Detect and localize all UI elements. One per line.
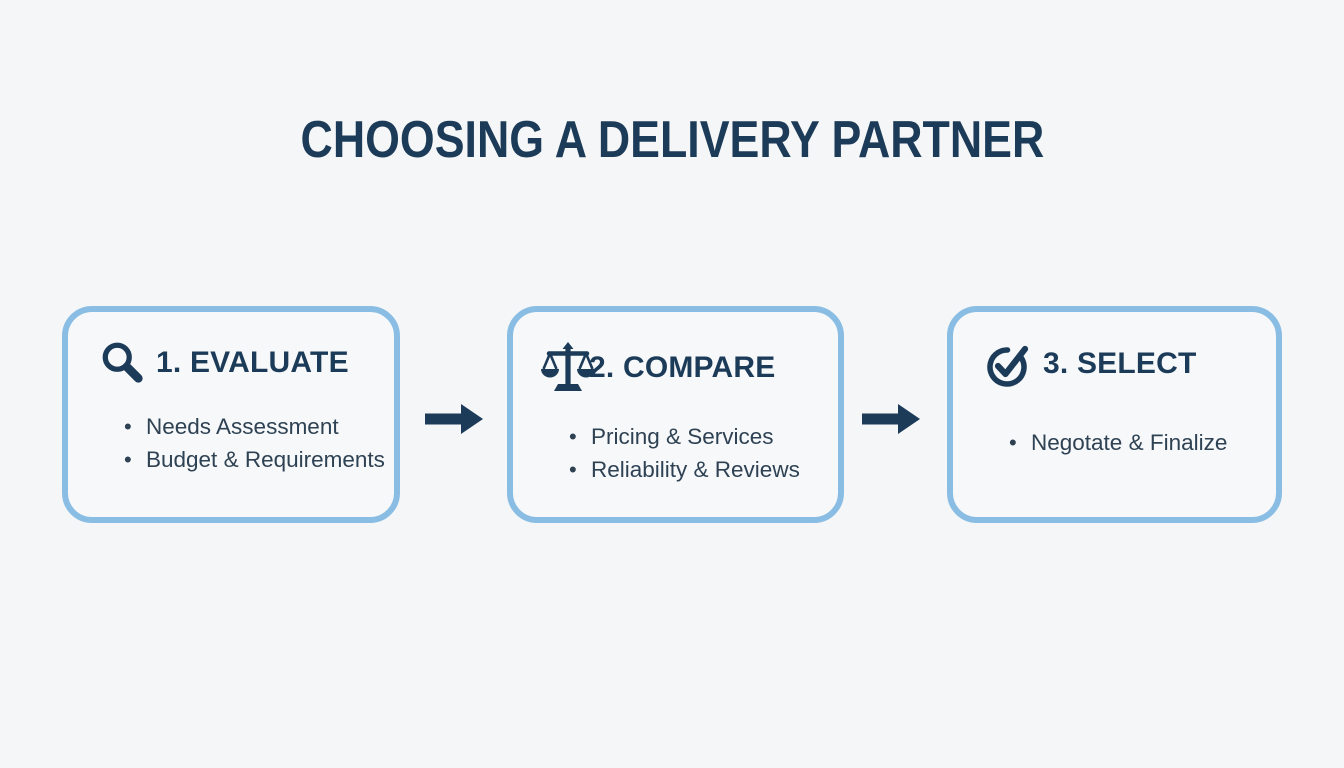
step-heading-row: 1. EVALUATE xyxy=(68,312,394,386)
bullet-item: Budget & Requirements xyxy=(124,443,394,476)
step-heading-row: 3. SELECT xyxy=(953,312,1276,388)
step-heading: 3. SELECT xyxy=(1043,347,1197,380)
check-circle-icon xyxy=(987,345,1029,387)
arrow-right-icon xyxy=(862,404,920,434)
step-heading: 2. COMPARE xyxy=(589,351,776,384)
step-heading: 1. EVALUATE xyxy=(156,346,349,379)
arrow-right-icon xyxy=(425,404,483,434)
bullet-item: Reliability & Reviews xyxy=(569,453,838,486)
step-heading-row: 2. COMPARE xyxy=(513,312,838,396)
step-box-select: 3. SELECT Negotate & Finalize xyxy=(947,306,1282,523)
step-bullet-list: Needs Assessment Budget & Requirements xyxy=(68,410,394,476)
scales-icon xyxy=(541,342,595,391)
step-box-compare: 2. COMPARE Pricing & Services Reliabilit… xyxy=(507,306,844,523)
bullet-item: Needs Assessment xyxy=(124,410,394,443)
step-bullet-list: Negotate & Finalize xyxy=(953,426,1276,459)
bullet-item: Negotate & Finalize xyxy=(1009,426,1276,459)
bullet-item: Pricing & Services xyxy=(569,420,838,453)
page-title-wrap: CHOOSING A DELIVERY PARTNER xyxy=(0,110,1344,170)
page-title: CHOOSING A DELIVERY PARTNER xyxy=(300,111,1044,169)
magnifier-icon xyxy=(102,342,143,383)
step-bullet-list: Pricing & Services Reliability & Reviews xyxy=(513,420,838,486)
step-box-evaluate: 1. EVALUATE Needs Assessment Budget & Re… xyxy=(62,306,400,523)
